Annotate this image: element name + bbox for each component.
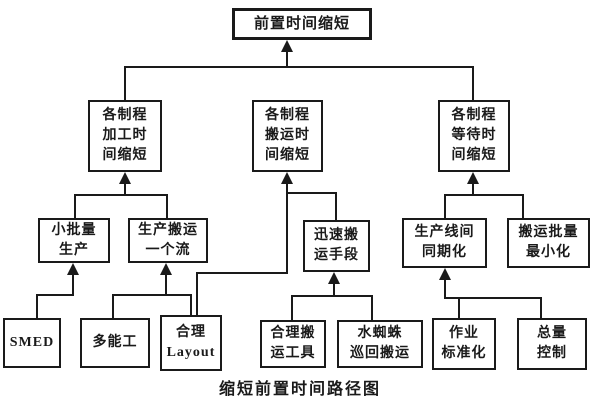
node-label: 运工具 [270,346,316,361]
arrowhead-to-rapid-transport [328,272,340,284]
node-label: 一个流 [145,242,191,258]
arrowhead-to-waiting-time [467,172,479,184]
node-processing-time-shortening: 各制程 加工时 间缩短 [88,100,162,172]
connector-l3a-riser [72,272,74,296]
node-line-synchronization: 生产线间 同期化 [402,218,487,268]
connector-drop-l3e [522,194,524,220]
connector-l3d-riser [444,277,446,299]
connector-transport-bus [291,295,373,297]
node-label: 多能工 [92,335,138,350]
node-lead-time-shortening: 前置时间缩短 [232,8,372,40]
node-water-spider-transport: 水蜘蛛 巡回搬运 [337,320,423,368]
node-multi-skilled-worker: 多能工 [80,318,150,368]
connector-drop-transport-tools [291,295,293,322]
connector-tee-to-rapid-transport [286,192,337,194]
connector-drop-l3a [74,194,76,220]
arrowhead-to-one-piece-flow [160,263,172,275]
node-label: 最小化 [526,245,571,260]
connector-drop-l2a [124,66,126,100]
node-label: 标准化 [441,346,487,361]
node-label: 迅速搬 [314,228,359,243]
node-label: 各制程 [265,108,310,123]
connector-drop-smed [36,294,38,320]
node-rapid-transport-means: 迅速搬 运手段 [303,220,370,272]
node-label: 生产 [59,242,89,258]
node-label: 同期化 [422,245,467,260]
connector-drop-l3b [166,194,168,220]
node-rational-layout: 合理 Layout [160,315,222,371]
node-label: 搬运时 [265,128,310,143]
node-label: 各制程 [102,108,148,123]
node-label: 小批量 [51,222,97,238]
node-label: SMED [9,335,55,350]
node-smed: SMED [3,318,61,368]
node-label: 合理 [176,325,206,340]
connector-drop-layout-from-l2b [196,272,198,317]
node-label: 生产线间 [414,225,475,240]
node-waiting-time-shortening: 各制程 等待时 间缩短 [438,100,510,172]
node-label: 前置时间缩短 [253,16,350,32]
node-transport-time-shortening: 各制程 搬运时 间缩短 [252,100,323,172]
node-label: 加工时 [102,128,148,143]
connector-l3c-riser [333,281,335,297]
node-label: 巡回搬运 [350,346,410,361]
connector-left-bus [74,194,168,196]
node-label: 搬运批量 [518,225,579,240]
node-label: 作业 [449,326,479,341]
node-label: 生产搬运 [138,222,198,238]
connector-drop-water-spider [371,295,373,322]
connector-l3b-riser [165,272,167,296]
connector-drop-layout [190,294,192,317]
node-label: 各制程 [451,108,497,123]
connector-drop-multiskill [112,294,114,320]
node-label: 间缩短 [451,148,497,163]
connector-flow-bus [112,294,192,296]
connector-l2c-riser [472,181,474,196]
node-label: Layout [166,345,216,360]
connector-l2b-riser [286,181,288,274]
connector-drop-l3c [335,192,337,222]
node-label: 运手段 [314,248,359,263]
arrowhead-to-processing-time [119,172,131,184]
node-rational-transport-tools: 合理搬 运工具 [260,320,326,368]
connector-sync-bus [444,297,542,299]
node-work-standardization: 作业 标准化 [432,318,496,370]
connector-smed-bus [36,294,74,296]
arrowhead-to-small-batch [67,263,79,275]
connector-l2a-riser [124,181,126,196]
node-label: 间缩短 [102,148,148,163]
arrowhead-to-root [281,40,293,52]
node-label: 合理搬 [270,326,316,341]
arrowhead-to-synchronization [439,268,451,280]
connector-drop-total-control [540,297,542,318]
node-label: 间缩短 [265,148,310,163]
node-small-batch-production: 小批量 生产 [38,218,110,263]
node-label: 水蜘蛛 [357,326,403,341]
connector-right-bus [444,194,524,196]
arrowhead-to-transport-time [281,172,293,184]
connector-root-riser [286,49,288,68]
connector-drop-standardization [458,297,460,318]
diagram-caption: 缩短前置时间路径图 [218,381,381,398]
node-one-piece-flow: 生产搬运 一个流 [128,218,208,263]
node-label: 总量 [537,326,567,341]
node-label: 等待时 [451,128,497,143]
connector-drop-l3d [444,194,446,220]
connector-layout-to-l2b [196,272,288,274]
node-total-quantity-control: 总量 控制 [517,318,587,370]
node-transport-batch-minimization: 搬运批量 最小化 [507,218,590,268]
connector-top-bus [124,66,474,68]
node-label: 控制 [537,346,567,361]
connector-drop-l2c [472,66,474,100]
